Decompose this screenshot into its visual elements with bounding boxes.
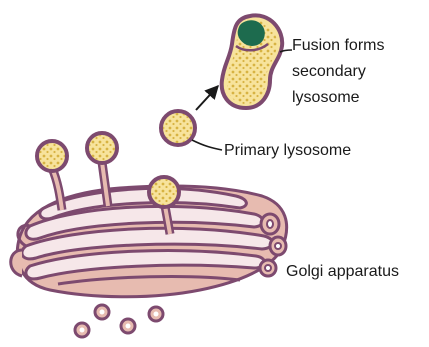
golgi-edge-ring bbox=[267, 220, 273, 228]
primary-lysosome bbox=[161, 111, 195, 145]
transport-arrow bbox=[196, 86, 218, 110]
small-vesicle bbox=[154, 312, 159, 317]
small-vesicle bbox=[100, 310, 105, 315]
golgi-apparatus-label: Golgi apparatus bbox=[286, 262, 399, 282]
primary-lysosome-leader bbox=[192, 140, 222, 150]
golgi-edge-ring bbox=[275, 243, 281, 249]
vesicle-content bbox=[89, 135, 115, 161]
small-vesicle bbox=[126, 324, 131, 329]
small-vesicle bbox=[80, 328, 85, 333]
golgi-apparatus bbox=[11, 186, 287, 337]
secondary-lysosome-label-line-3: lysosome bbox=[292, 88, 360, 108]
vesicle-content bbox=[39, 143, 65, 169]
golgi-curl bbox=[11, 250, 22, 276]
secondary-lysosome-label-line-1: Fusion forms bbox=[292, 36, 384, 56]
secondary-lysosome bbox=[222, 15, 282, 108]
primary-lysosome-content bbox=[163, 113, 193, 143]
primary-lysosome-label: Primary lysosome bbox=[224, 141, 351, 161]
vesicle-content bbox=[151, 179, 177, 205]
golgi-edge-ring bbox=[265, 265, 271, 271]
secondary-lysosome-label-line-2: secondary bbox=[292, 62, 366, 82]
